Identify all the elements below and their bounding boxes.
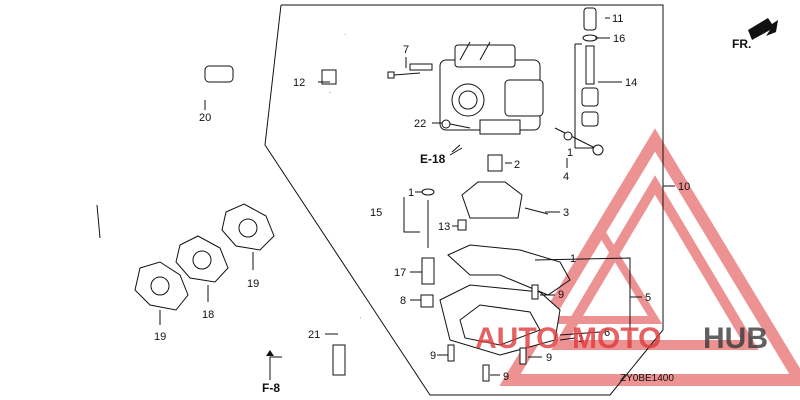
watermark-moto: MOTO [572,322,661,355]
callout-15: 15 [370,207,382,219]
callout-19: 19 [154,331,166,343]
leader-lines [159,17,675,380]
callout-9: 9 [546,352,552,364]
callout-9: 9 [503,371,509,383]
drawing-code: ZY0BE1400 [620,373,674,384]
callout-14: 14 [625,77,637,89]
watermark-text: AUTO MOTO HUB [475,322,768,355]
callout-18: 18 [202,309,214,321]
callout-17: 17 [394,267,406,279]
jet-part [554,127,604,156]
float-part [461,181,549,219]
fr-arrow-icon [748,18,778,40]
callout-13: 13 [438,221,450,233]
callout-1: 1 [570,253,576,265]
ref-f8: F-8 [262,381,280,395]
part-17 [421,257,435,285]
insulator-part-19a [134,261,189,311]
callout-22: 22 [414,118,426,130]
carburetor-body [439,41,544,135]
ref-e18: E-18 [420,152,446,166]
callout-2: 2 [514,159,520,171]
callout-9: 9 [430,350,436,362]
callout-3: 3 [563,207,569,219]
callout-labels: 1 1 1 1 2 3 4 5 6 7 8 9 9 9 9 10 11 12 1… [154,13,690,383]
insulator-part-19b [221,203,275,251]
part-8 [420,294,434,308]
assembly-outline [264,4,664,396]
callout-1: 1 [408,187,414,199]
bolts-part-9 [447,284,539,382]
callout-10: 10 [678,181,690,193]
screw-part-7 [387,63,433,79]
screw-part-22 [441,119,471,129]
hose-end [332,344,346,376]
callout-9: 9 [558,289,564,301]
e18-arrow-icon [451,144,461,153]
insulator-part-18 [175,235,229,283]
callout-12: 12 [293,77,305,89]
choke-cable-part [95,65,234,239]
f8-arrow-icon [266,350,274,356]
callout-19: 19 [247,278,259,290]
part-13 [457,219,467,231]
watermark-hub: HUB [703,322,768,355]
fuel-hose-part [321,34,347,93]
callout-11: 11 [612,13,623,25]
callout-8: 8 [400,295,406,307]
callout-6: 6 [604,327,610,339]
part-2 [487,154,503,172]
watermark-logo [499,128,800,386]
callout-16: 16 [613,33,625,45]
float-valve-parts [574,7,600,149]
callout-4: 4 [563,171,569,183]
watermark-auto: AUTO [475,322,559,355]
callout-1: 1 [578,333,584,345]
callout-7: 7 [403,44,409,56]
needle-part [421,188,435,248]
callout-1: 1 [567,147,573,159]
callout-5: 5 [645,292,651,304]
callout-20: 20 [199,112,211,124]
gasket-part [447,244,571,296]
float-bowl-part [439,284,561,356]
fr-label: FR. [732,37,751,51]
callout-21: 21 [308,329,320,341]
